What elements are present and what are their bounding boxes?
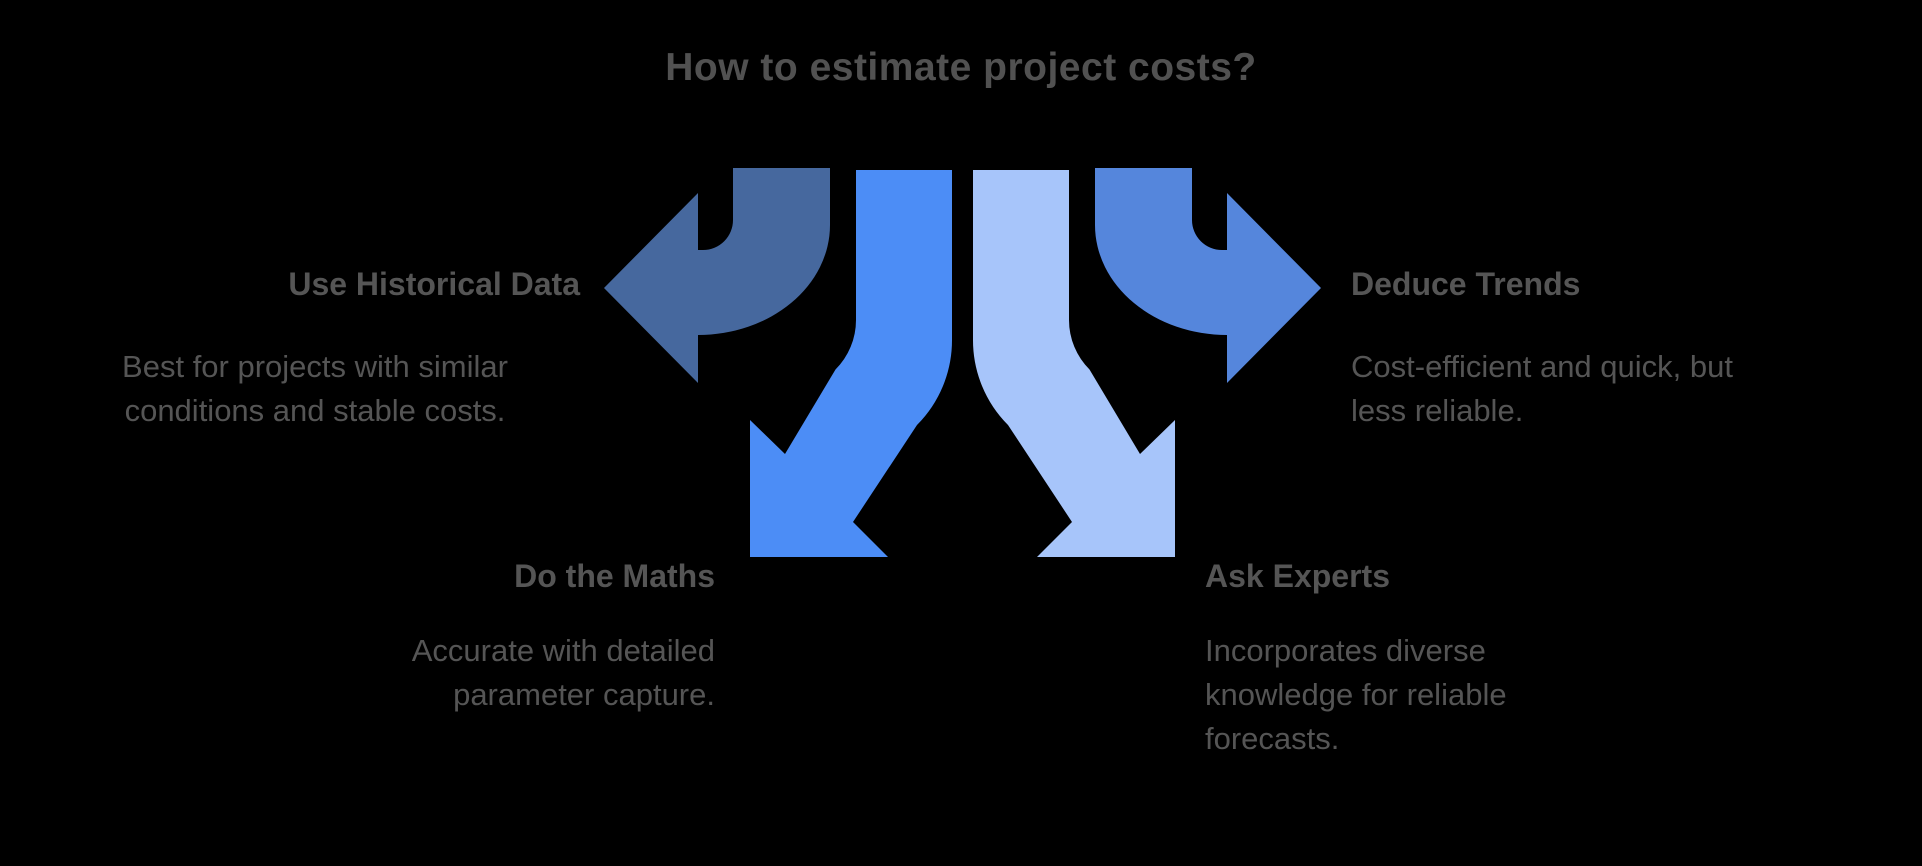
curved-arrow-left-icon bbox=[604, 168, 830, 383]
item-use-historical-data: Use Historical Data Best for projects wi… bbox=[50, 266, 580, 433]
item-heading-use-historical-data: Use Historical Data bbox=[288, 266, 580, 302]
item-body-do-the-maths: Accurate with detailed parameter capture… bbox=[411, 632, 715, 712]
page-title: How to estimate project costs? bbox=[665, 46, 1257, 89]
item-heading-ask-experts: Ask Experts bbox=[1205, 558, 1390, 594]
item-ask-experts: Ask Experts Incorporates diverse knowled… bbox=[1205, 558, 1675, 761]
item-body-ask-experts: Incorporates diverse knowledge for relia… bbox=[1205, 632, 1507, 756]
curved-arrow-right-icon bbox=[1095, 168, 1321, 383]
item-body-use-historical-data: Best for projects with similar condition… bbox=[122, 348, 508, 428]
curved-arrow-down-left-icon bbox=[750, 170, 953, 557]
item-heading-do-the-maths: Do the Maths bbox=[514, 558, 715, 594]
curved-arrow-down-right-icon bbox=[972, 170, 1175, 557]
item-body-deduce-trends: Cost-efficient and quick, but less relia… bbox=[1351, 348, 1733, 428]
item-do-the-maths: Do the Maths Accurate with detailed para… bbox=[245, 558, 715, 717]
item-heading-deduce-trends: Deduce Trends bbox=[1351, 266, 1581, 302]
item-deduce-trends: Deduce Trends Cost-efficient and quick, … bbox=[1351, 266, 1891, 433]
